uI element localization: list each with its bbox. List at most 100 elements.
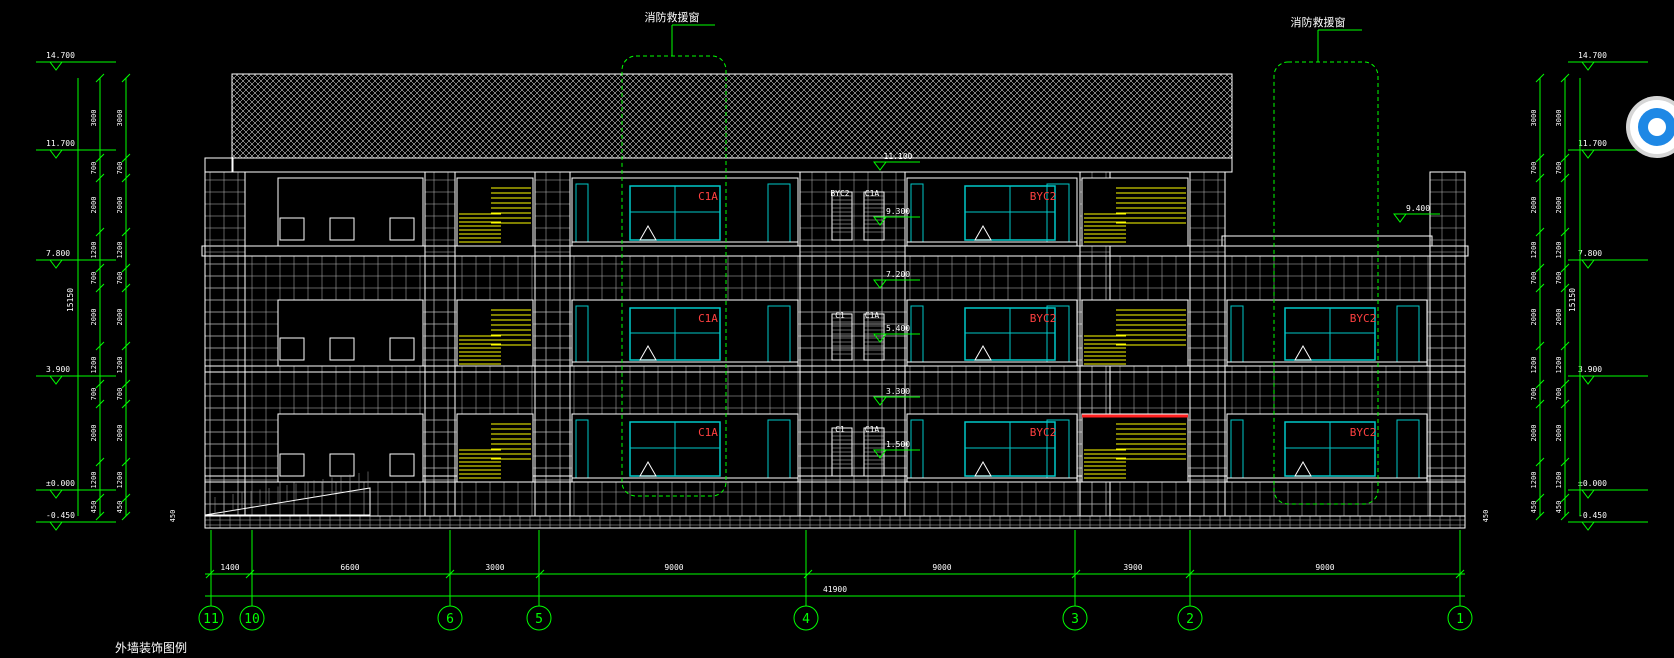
window-tag: BYC2 [1030,190,1057,203]
window-tag: BYC2 [1030,312,1057,325]
dim-value: 700 [90,272,98,285]
level-marker [873,161,887,171]
navigation-wheel-button[interactable] [1630,100,1674,154]
window-tag: C1 [835,311,845,320]
dim-value: 700 [116,162,124,175]
fire-rescue-mark [639,460,657,477]
dim-tick [1535,283,1545,293]
dim-value: 700 [116,388,124,401]
dim-tick [1560,493,1570,503]
dim-value: 700 [1555,388,1563,401]
base-band [204,515,1466,529]
dim-tick [95,493,105,503]
dim-tick [205,569,215,579]
grid-label: 6 [446,612,454,627]
level-value: 3.900 [46,365,70,374]
dim-value: 1200 [90,472,98,489]
dim-value: 2000 [1530,309,1538,326]
dim-tick [121,511,131,521]
opening [1081,177,1189,247]
level-marker [49,149,63,159]
dim-value: 1200 [1530,357,1538,374]
level-marker [49,259,63,269]
dim-tick [245,569,255,579]
level-marker [1581,375,1595,385]
hdim-value: 1400 [220,563,239,572]
furniture [279,217,305,241]
dim-value: 2000 [90,425,98,442]
grid-label: 1 [1456,612,1464,627]
dim-value: 1200 [1555,242,1563,259]
hdim-value: 9000 [664,563,683,572]
level-value: 14.700 [46,51,75,60]
dim-tick [95,227,105,237]
level-value: 9.300 [886,207,910,216]
grid-bubble [1177,605,1203,631]
dim-value: 1200 [1555,357,1563,374]
dim-tick [95,457,105,467]
fire-window-outline [1273,61,1379,505]
dim-value: 700 [1530,272,1538,285]
fire-rescue-mark [974,344,992,361]
furniture [329,337,355,361]
pilaster [1429,171,1466,517]
dim-tick [1560,457,1570,467]
dim-value: 3000 [116,110,124,127]
dim-value: 700 [1555,272,1563,285]
dim-value: 1200 [90,357,98,374]
dim-tick [1560,379,1570,389]
fire-rescue-mark [974,224,992,241]
level-value: 7.800 [1578,249,1602,258]
dim-value: 450 [116,501,124,514]
dim-tick [1535,511,1545,521]
pilaster [204,171,246,517]
dim-value: 1200 [90,242,98,259]
dim-value: 700 [1530,388,1538,401]
hdim-value: 9000 [932,563,951,572]
dim-tick [1535,493,1545,503]
text-layer: 消防救援窗 消防救援窗 外墙装饰图例 [115,10,1346,655]
pilaster [534,171,571,517]
opening [1081,299,1189,367]
dim-value: 1200 [116,472,124,489]
dim-tick [1535,341,1545,351]
dim-tick [1560,227,1570,237]
overall-height: 15150 [66,288,75,312]
pilaster [424,171,456,517]
dim-tick [1560,399,1570,409]
window-tag: C1 [835,425,845,434]
fire-rescue-mark [639,224,657,241]
louvre [831,313,853,361]
grid-bubble [793,605,819,631]
grid-label: 5 [535,612,543,627]
level-value: ±0.000 [1578,479,1607,488]
dim-value: 450 [1530,501,1538,514]
furniture [279,337,305,361]
roof [231,73,1233,159]
opening [277,299,424,367]
dim-value: 1200 [1555,472,1563,489]
hdim-value: 3900 [1123,563,1142,572]
dim-value: 450 [90,501,98,514]
dim-value: 3000 [1530,110,1538,127]
window-tag: C1A [865,189,880,198]
dim-tick [1560,263,1570,273]
dim-tick [95,73,105,83]
dim-tick [1535,457,1545,467]
dim-tick [1560,173,1570,183]
roof-terrace-parapet [1221,235,1433,247]
dim-tick [95,173,105,183]
fire-rescue-mark [639,344,657,361]
dim-tick [535,569,545,579]
dim-tick [95,341,105,351]
furniture [329,217,355,241]
level-marker [1581,61,1595,71]
dim-tick [1535,379,1545,389]
fire-rescue-mark [1294,460,1312,477]
dim-tick [1535,153,1545,163]
level-marker [49,375,63,385]
level-marker [49,521,63,531]
